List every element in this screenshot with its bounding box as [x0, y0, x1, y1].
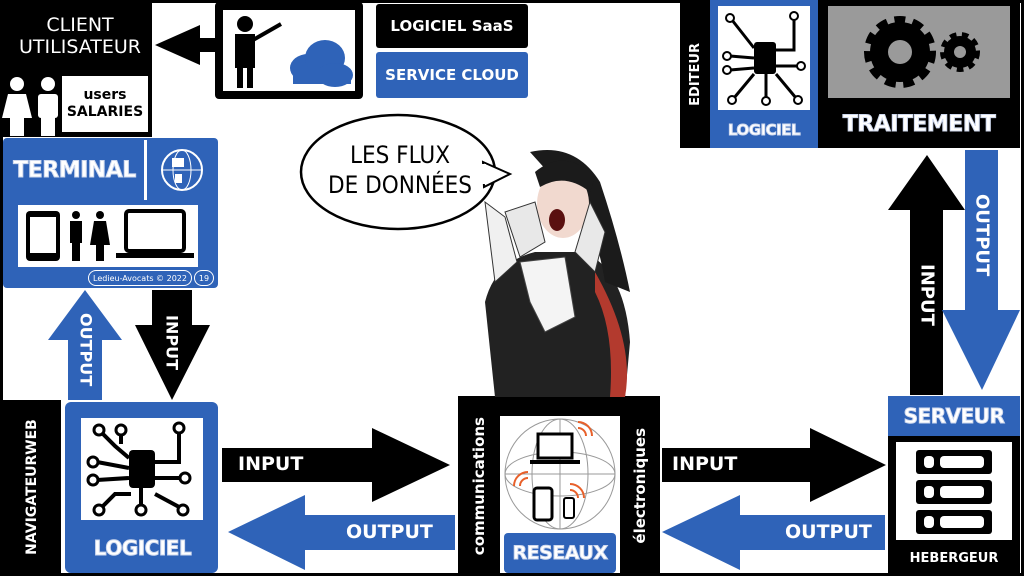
output-label-right: OUTPUT	[785, 521, 872, 543]
network-globe-icon	[161, 149, 203, 191]
reseaux-top-bar	[500, 396, 620, 416]
navigateur-label: NAVIGATEUR	[24, 454, 40, 555]
client-title-line1: CLIENT	[46, 14, 114, 36]
output-label-vertical: OUTPUT	[971, 193, 993, 277]
output-left-arrow-middle	[228, 495, 455, 570]
input-right-arrow-middle	[222, 428, 450, 502]
page-number: 19	[194, 270, 214, 286]
logiciel-editeur-label: LOGICIEL	[727, 121, 801, 140]
arrow-to-client	[155, 25, 222, 65]
input-right-arrow-right	[662, 428, 886, 502]
speech-bubble	[299, 113, 513, 231]
output-label-middle: OUTPUT	[346, 521, 433, 543]
input-label-left: INPUT	[162, 314, 182, 370]
shouting-lawyer-illustration	[484, 150, 630, 397]
input-down-arrow-left	[135, 290, 210, 400]
circuit-chip-icon	[86, 421, 192, 517]
copyright-footer: Ledieu-Avocats © 2022	[88, 270, 192, 286]
server-rack-icon	[916, 450, 992, 534]
saas-presenter-box	[215, 2, 363, 99]
gears-icon	[864, 16, 980, 88]
output-left-arrow-right	[662, 495, 885, 570]
traitement-panel: TRAITEMENT	[818, 0, 1020, 148]
web-label: WEB	[24, 418, 40, 455]
logiciel-client-label: LOGICIEL	[93, 536, 192, 561]
navigateur-web-panel: NAVIGATEUR WEB	[3, 400, 61, 573]
editeur-panel: EDITEUR	[680, 0, 710, 148]
bubble-line1: LES FLUX	[349, 141, 451, 169]
input-label-middle: INPUT	[238, 453, 304, 475]
users-icon	[2, 77, 58, 136]
input-up-arrow-right	[888, 155, 965, 395]
editeur-label: EDITEUR	[687, 42, 703, 106]
users-label: users	[83, 87, 127, 103]
bubble-line2: DE DONNÉES	[327, 171, 473, 199]
bubble-text: LES FLUX DE DONNÉES	[310, 135, 490, 205]
presenter-cloud-icon	[235, 16, 353, 88]
client-title: CLIENT UTILISATEUR	[10, 14, 150, 58]
terminal-label: TERMINAL	[5, 140, 147, 200]
service-cloud-label: SERVICE CLOUD	[376, 52, 528, 98]
hebergeur-label: HEBERGEUR	[909, 550, 999, 566]
terminal-devices-area	[18, 205, 198, 267]
users-box: users SALARIES	[62, 76, 148, 132]
communications-panel: communications	[458, 396, 500, 576]
client-title-line2: UTILISATEUR	[19, 36, 141, 58]
electroniques-panel: électroniques	[620, 396, 660, 576]
server-panel: HEBERGEUR	[888, 436, 1020, 576]
logiciel-editeur-panel: LOGICIEL	[710, 0, 818, 148]
input-label-vertical: INPUT	[916, 264, 938, 326]
devices-icon	[26, 209, 194, 261]
output-down-arrow-right	[942, 150, 1020, 390]
traitement-label: TRAITEMENT	[842, 111, 996, 137]
electroniques-label: électroniques	[631, 428, 649, 544]
output-label-left: OUTPUT	[76, 313, 96, 387]
circuit-chip-icon	[722, 11, 806, 106]
input-label-right: INPUT	[672, 453, 738, 475]
logiciel-chip-area	[81, 418, 203, 520]
output-up-arrow-left	[48, 290, 122, 400]
serveur-label: SERVEUR	[888, 396, 1020, 436]
logiciel-saas-label: LOGICIEL SaaS	[376, 4, 528, 48]
reseaux-label: RESEAUX	[504, 533, 616, 573]
salaries-label: SALARIES	[66, 104, 144, 120]
communications-label: communications	[470, 416, 488, 556]
network-devices-globe-icon	[504, 418, 616, 530]
